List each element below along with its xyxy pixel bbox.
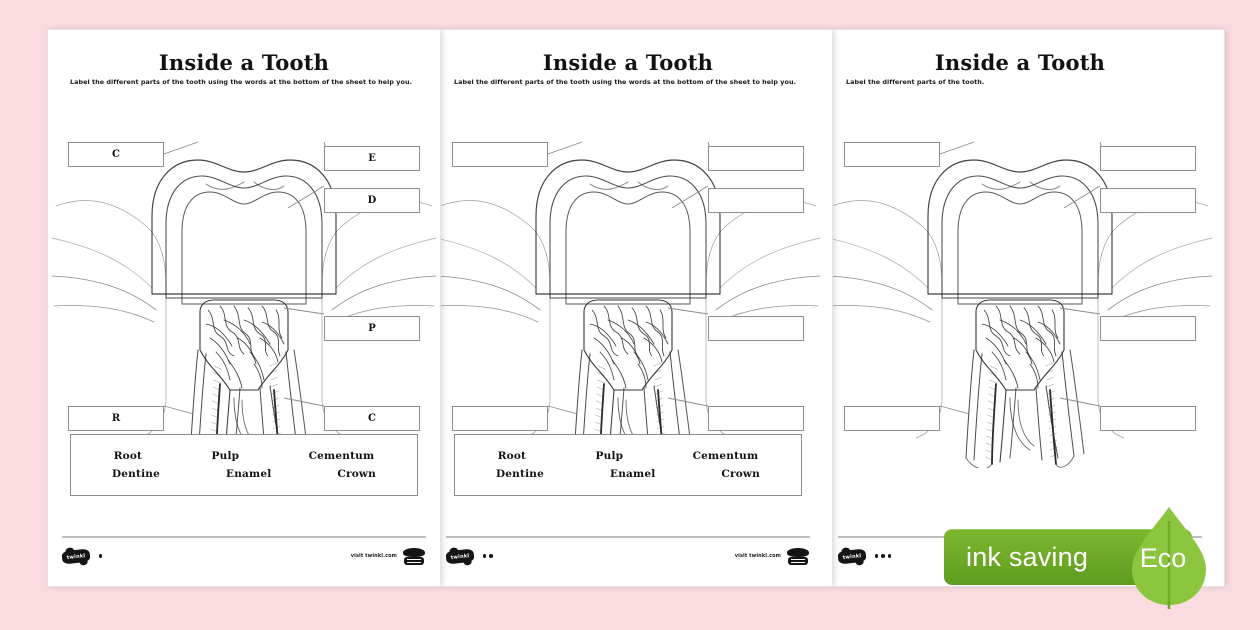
word-bank-item[interactable]: Cementum (308, 450, 375, 462)
page-footer: twinkl visit twinkl.com (61, 542, 426, 570)
label-box-crown[interactable] (452, 142, 548, 167)
page-dot (483, 554, 487, 558)
twinkl-footer-logo-icon (786, 547, 810, 566)
word-bank-item[interactable]: Dentine (496, 468, 544, 480)
label-box-cementum[interactable] (708, 406, 804, 431)
word-bank-item[interactable]: Enamel (609, 468, 656, 480)
twinkl-logo-icon: twinkl (837, 548, 867, 564)
word-bank-item[interactable]: Root (497, 450, 527, 462)
label-box-enamel[interactable]: E (324, 146, 420, 171)
word-bank-item[interactable]: Dentine (112, 468, 160, 480)
word-bank-item[interactable]: Crown (337, 468, 376, 480)
page-title: Inside a Tooth (542, 50, 714, 75)
brand-name: twinkl (450, 552, 470, 560)
label-box-cementum[interactable] (1100, 406, 1196, 431)
leaf-icon (1132, 507, 1206, 609)
brand-name: twinkl (842, 552, 862, 560)
footer-divider (62, 536, 426, 538)
eco-badge-leaf-text: Eco (1139, 543, 1187, 573)
page-title: Inside a Tooth (158, 50, 330, 75)
word-bank-item[interactable]: Pulp (211, 450, 240, 462)
eco-badge-text: ink saving (966, 541, 1089, 572)
page-instructions: Label the different parts of the tooth u… (70, 78, 413, 86)
word-bank-item[interactable]: Cementum (692, 450, 759, 462)
page-number-dots (483, 554, 493, 558)
page-number-dots (99, 554, 103, 558)
page-instructions: Label the different parts of the tooth u… (454, 78, 797, 86)
word-bank-row: Root Pulp Cementum (79, 447, 409, 465)
page-instructions: Label the different parts of the tooth. (846, 78, 985, 86)
page-dot (489, 554, 493, 558)
page-dot (875, 554, 879, 558)
tooth-diagram-area (832, 98, 1216, 468)
word-bank-item[interactable]: Enamel (225, 468, 272, 480)
page-dot (881, 554, 885, 558)
ink-saving-eco-badge: ink saving Eco (944, 507, 1206, 609)
word-bank-item[interactable]: Crown (721, 468, 760, 480)
footer-note: visit twinkl.com (734, 553, 781, 559)
page-footer: twinkl visit twinkl.com (445, 542, 810, 570)
label-box-dentine[interactable] (1100, 188, 1196, 213)
label-box-enamel[interactable] (1100, 146, 1196, 171)
footer-divider (446, 536, 810, 538)
page-number-dots (875, 554, 892, 558)
label-box-pulp[interactable] (1100, 316, 1196, 341)
twinkl-logo-icon: twinkl (445, 548, 475, 564)
tooth-cross-section-diagram (832, 159, 1213, 468)
footer-note: visit twinkl.com (350, 553, 397, 559)
label-box-crown[interactable]: C (68, 142, 164, 167)
twinkl-footer-logo-icon (402, 547, 426, 566)
label-box-dentine[interactable]: D (324, 188, 420, 213)
label-box-pulp[interactable] (708, 316, 804, 341)
brand-name: twinkl (66, 552, 86, 560)
word-bank-row: Dentine Enamel Crown (463, 465, 793, 483)
page-dot (99, 554, 103, 558)
page-dot (887, 554, 892, 558)
label-box-crown[interactable] (844, 142, 940, 167)
word-bank-item[interactable]: Root (113, 450, 143, 462)
page-title: Inside a Tooth (934, 50, 1106, 75)
word-bank-row: Root Pulp Cementum (463, 447, 793, 465)
label-box-root[interactable]: R (68, 406, 164, 431)
label-box-enamel[interactable] (708, 146, 804, 171)
label-box-cementum[interactable]: C (324, 406, 420, 431)
label-box-dentine[interactable] (708, 188, 804, 213)
footer-right-group: visit twinkl.com (735, 547, 810, 566)
word-bank-row: Dentine Enamel Crown (79, 465, 409, 483)
twinkl-logo-icon: twinkl (61, 548, 91, 564)
word-bank-item[interactable]: Pulp (595, 450, 624, 462)
label-box-pulp[interactable]: P (324, 316, 420, 341)
label-box-root[interactable] (844, 406, 940, 431)
label-box-root[interactable] (452, 406, 548, 431)
footer-right-group: visit twinkl.com (351, 547, 426, 566)
